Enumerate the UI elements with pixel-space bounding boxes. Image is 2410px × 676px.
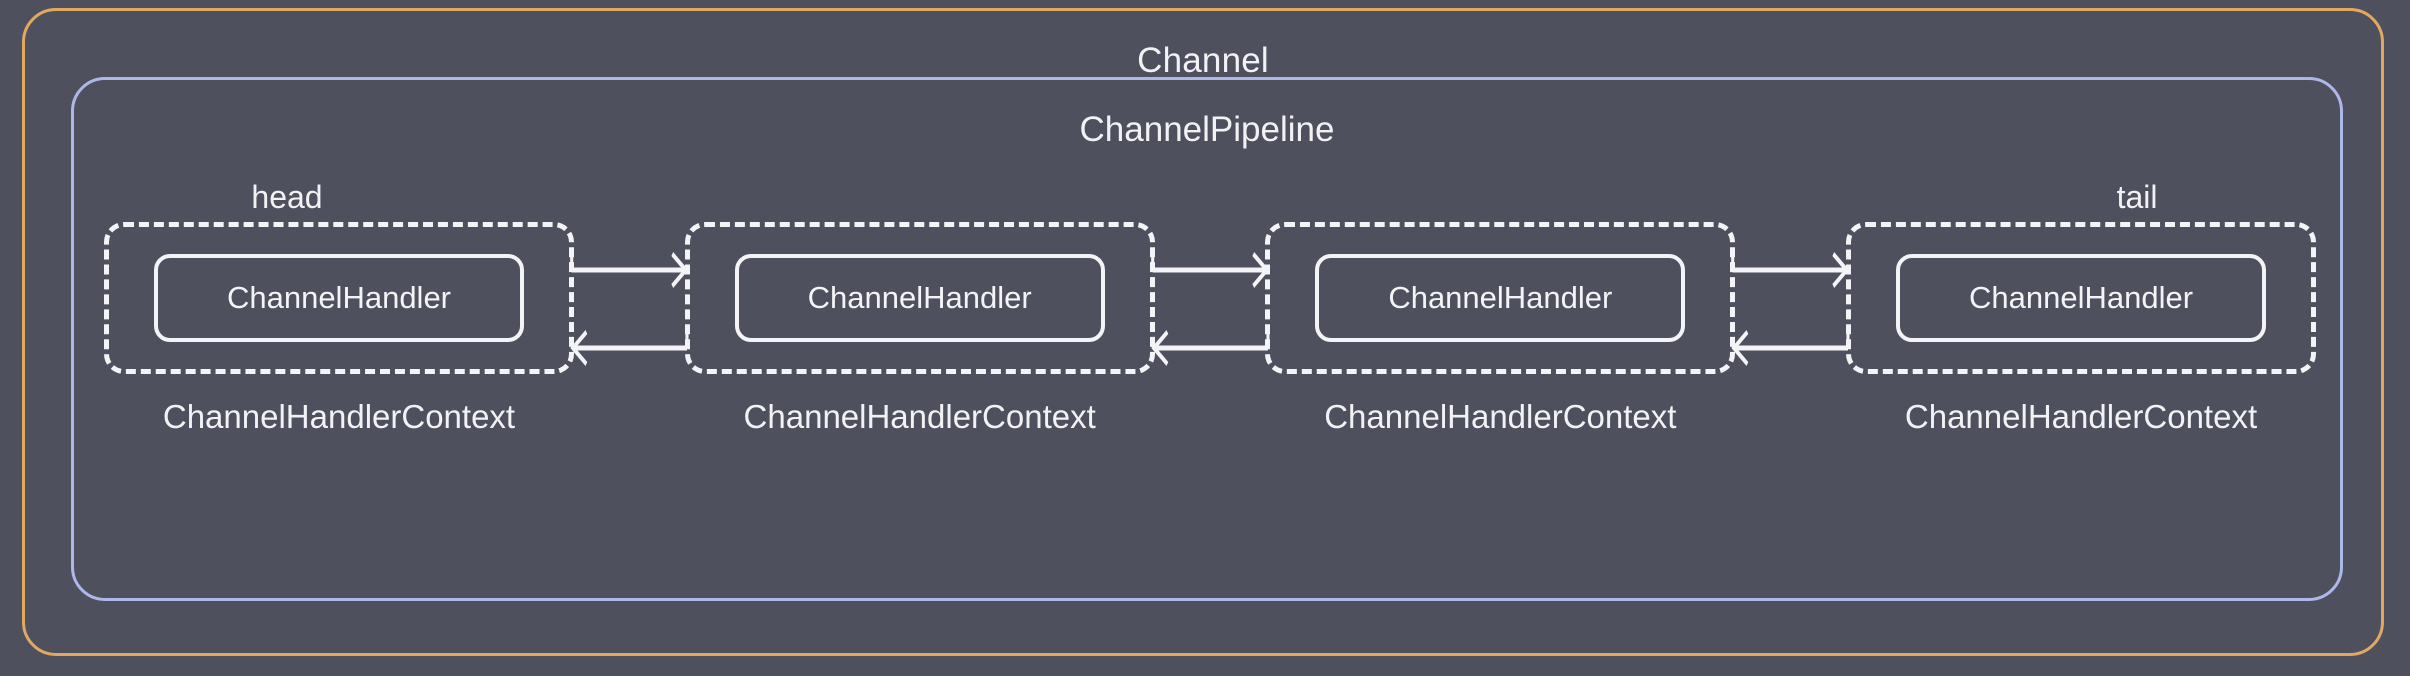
head-label: head <box>251 179 323 215</box>
channel-title: Channel <box>1137 41 1269 80</box>
channel-container: Channel ChannelPipeline head ChannelHand… <box>22 8 2384 656</box>
handler-unit-3: ChannelHandler ChannelHandlerContext <box>1265 176 1736 436</box>
handler-unit-2: ChannelHandler ChannelHandlerContext <box>684 176 1155 436</box>
outbound-arrow-head-2 <box>1150 329 1168 367</box>
outbound-arrow-head-3 <box>1731 329 1749 367</box>
connector-2 <box>1150 222 1270 374</box>
channel-handler-box-2[interactable]: ChannelHandler <box>734 254 1105 342</box>
handler-unit-head: head ChannelHandler ChannelHandlerContex… <box>104 176 574 436</box>
channel-handler-label-2: ChannelHandler <box>807 280 1032 315</box>
channel-pipeline-container: ChannelPipeline head ChannelHandler Chan… <box>71 77 2343 601</box>
handler-chain: head ChannelHandler ChannelHandlerContex… <box>104 176 2317 476</box>
connector-3 <box>1731 222 1850 374</box>
tail-label: tail <box>2116 179 2158 215</box>
channel-handler-context-label-3: ChannelHandlerContext <box>1324 398 1677 435</box>
outbound-arrow-head-1 <box>570 329 588 367</box>
channel-pipeline-title: ChannelPipeline <box>1079 110 1335 149</box>
channel-handler-box-1[interactable]: ChannelHandler <box>154 254 524 342</box>
channel-handler-context-box-1[interactable]: ChannelHandler <box>104 222 574 374</box>
channel-handler-box-4[interactable]: ChannelHandler <box>1896 254 2267 342</box>
handler-unit-tail: tail ChannelHandler ChannelHandlerContex… <box>1846 176 2317 436</box>
channel-handler-context-box-4[interactable]: ChannelHandler <box>1846 222 2317 374</box>
connector-1 <box>570 222 689 374</box>
channel-handler-label-1: ChannelHandler <box>226 280 452 315</box>
channel-handler-context-label-2: ChannelHandlerContext <box>743 398 1096 435</box>
channel-handler-label-3: ChannelHandler <box>1388 280 1613 315</box>
channel-handler-context-box-3[interactable]: ChannelHandler <box>1265 222 1736 374</box>
channel-handler-box-3[interactable]: ChannelHandler <box>1315 254 1686 342</box>
channel-handler-context-label-1: ChannelHandlerContext <box>162 398 516 435</box>
channel-handler-context-box-2[interactable]: ChannelHandler <box>684 222 1155 374</box>
channel-handler-context-label-4: ChannelHandlerContext <box>1904 398 2258 435</box>
channel-handler-label-4: ChannelHandler <box>1968 280 2194 315</box>
